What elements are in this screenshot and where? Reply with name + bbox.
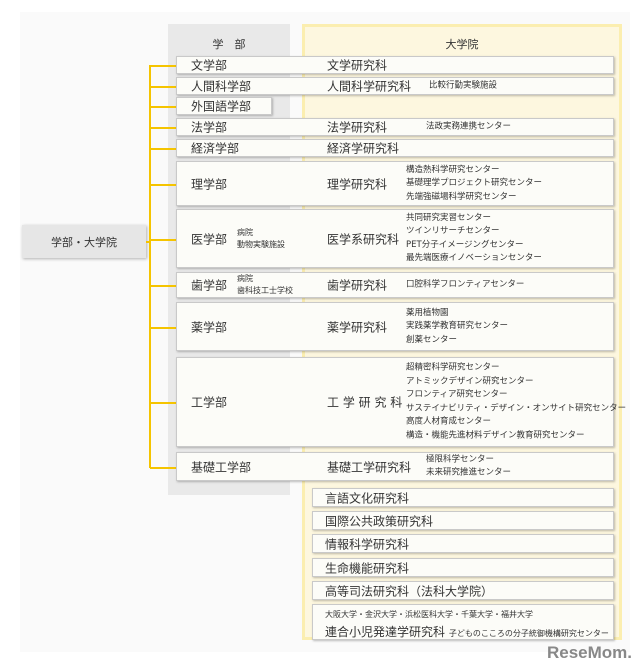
faculty-name: 基礎工学部	[191, 460, 252, 474]
center-item: 薬用植物園	[406, 307, 449, 318]
graduate-school-name: 生命機能研究科	[325, 561, 410, 575]
joint-universities: 大阪大学・金沢大学・浜松医科大学・千葉大学・福井大学	[325, 610, 533, 619]
faculty-name: 文学部	[191, 58, 228, 73]
graduate-only-row: 高等司法研究科（法科大学院）	[312, 581, 614, 600]
graduate-school-name: 情報科学研究科	[325, 537, 410, 551]
connector-branch	[150, 326, 176, 329]
joint-graduate-row: 大阪大学・金沢大学・浜松医科大学・千葉大学・福井大学 連合小児発達学研究科 子ど…	[312, 604, 614, 640]
faculty-row: 基礎工学部基礎工学研究科極限科学センター未来研究推進センター	[176, 452, 614, 481]
graduate-school-name: 国際公共政策研究科	[325, 514, 434, 528]
faculty-row: 人間科学部 人間科学研究科 比較行動実験施設	[176, 77, 614, 95]
facility: 病院	[237, 274, 253, 283]
centers-list: 口腔科学フロンティアセンター	[406, 278, 524, 292]
faculty-row: 理学部 理学研究科 構造熱科学研究センター基礎理学プロジェクト研究センター先端強磁場…	[176, 161, 614, 206]
graduate-school-name: 高等司法研究科（法科大学院）	[325, 584, 494, 598]
centers-list: 法政実務連携センター	[426, 120, 511, 134]
graduate-school-name: 理学研究科	[327, 177, 388, 191]
connector-branch	[150, 402, 176, 404]
resemom-logo: ReseMom.	[546, 643, 632, 662]
center-item: 実践薬学教育研究センター	[406, 320, 509, 331]
graduate-only-row: 生命機能研究科	[312, 558, 614, 577]
connector-branch	[150, 65, 176, 67]
center-item: 口腔科学フロンティアセンター	[406, 279, 525, 290]
connector	[146, 241, 151, 243]
center-item: 基礎理学プロジェクト研究センター	[406, 177, 543, 188]
faculty-row: 文学部 文学研究科	[176, 56, 614, 74]
center-item: サステイナビリティ・デザイン・オンサイト研究センター	[406, 403, 627, 413]
faculty-row: 経済学部 経済学研究科	[176, 139, 614, 157]
graduate-school-name: 文学研究科	[327, 58, 388, 73]
center-item: 高度人材育成センター	[406, 416, 492, 427]
faculty-name: 法学部	[191, 120, 228, 135]
center-item: 極限科学センター	[426, 454, 495, 464]
graduate-school-name: 経済学研究科	[327, 141, 400, 156]
connector-branch	[150, 127, 176, 129]
joint-center: 子どものこころの分子統御機構研究センター	[448, 629, 609, 638]
graduate-school-name: 工 学 研 究 科	[327, 395, 403, 410]
graduate-only-row: 情報科学研究科	[312, 534, 614, 553]
connector-branch	[150, 285, 176, 287]
graduate-only-row: 国際公共政策研究科	[312, 511, 614, 530]
joint-school-name: 連合小児発達学研究科	[325, 625, 446, 639]
faculty-row: 工学部工 学 研 究 科超精密科学研究センターアトミックデザイン研究センターフロ…	[176, 357, 626, 447]
centers-list: 極限科学センター未来研究推進センター	[426, 453, 511, 480]
connector-branch	[150, 86, 176, 88]
faculty-facilities: 病院歯科技工士学校	[237, 273, 293, 297]
undergrad-header: 学 部	[212, 38, 246, 51]
center-item: 構造熱科学研究センター	[406, 164, 500, 175]
centers-list: 構造熱科学研究センター基礎理学プロジェクト研究センター先端強磁場科学研究センター	[406, 163, 542, 204]
faculty-name: 薬学部	[191, 320, 228, 334]
connector-branch	[150, 466, 176, 469]
centers-list: 比較行動実験施設	[429, 79, 497, 93]
graduate-school-name: 人間科学研究科	[327, 79, 412, 94]
center-item: フロンティア研究センター	[406, 389, 508, 400]
center-item: 構造・機能先進材料デザイン教育研究センター	[406, 430, 585, 440]
center-item: ツインリサーチセンター	[406, 226, 500, 236]
graduate-school-name: 歯学研究科	[327, 278, 388, 293]
faculty-name: 医学部	[191, 232, 228, 246]
faculty-row: 法学部 法学研究科 法政実務連携センター	[176, 118, 614, 136]
connector-branch	[150, 238, 176, 241]
facility: 歯科技工士学校	[237, 286, 293, 295]
faculty-name: 理学部	[191, 177, 228, 191]
center-item: 共同研究実習センター	[406, 212, 492, 223]
centers-list: 薬用植物園実践薬学教育研究センター創薬センター	[406, 306, 508, 347]
faculty-row: 歯学部病院歯科技工士学校 歯学研究科 口腔科学フロンティアセンター	[176, 272, 614, 298]
faculty-row: 薬学部 薬学研究科 薬用植物園実践薬学教育研究センター創薬センター	[176, 302, 614, 351]
faculty-name: 人間科学部	[191, 79, 252, 94]
center-item: 未来研究推進センター	[426, 467, 512, 478]
connector-branch	[150, 183, 176, 186]
graduate-school-name: 言語文化研究科	[325, 491, 410, 505]
center-item: PET分子イメージングセンター	[406, 239, 524, 250]
faculty-name: 工学部	[191, 395, 228, 410]
center-item: 比較行動実験施設	[429, 80, 498, 91]
graduate-only-row: 言語文化研究科	[312, 488, 614, 507]
facility: 病院	[237, 227, 253, 237]
center-item: アトミックデザイン研究センター	[406, 376, 534, 386]
center-item: 先端強磁場科学研究センター	[406, 191, 517, 202]
faculty-row: 医学部病院動物実験施設 医学系研究科共同研究実習センターツインリサーチセンター PE…	[176, 209, 614, 268]
center-item: 法政実務連携センター	[426, 121, 512, 132]
center-item: 最先端医療イノベーションセンター	[406, 253, 542, 263]
faculty-row: 外国語学部	[176, 97, 272, 115]
centers-list: 超精密科学研究センターアトミックデザイン研究センターフロンティア研究センターサス…	[406, 362, 626, 443]
graduate-header: 大学院	[445, 38, 479, 51]
connector-branch	[150, 148, 176, 150]
faculty-name: 外国語学部	[191, 99, 252, 114]
faculty-name: 経済学部	[191, 141, 240, 156]
faculty-facilities: 病院動物実験施設	[237, 227, 285, 251]
connector-trunk	[149, 65, 151, 468]
graduate-school-name: 法学研究科	[327, 120, 388, 135]
graduate-school-name: 薬学研究科	[327, 320, 388, 334]
facility: 動物実験施設	[237, 239, 285, 249]
center-item: 創薬センター	[406, 334, 458, 345]
root-node: 学部・大学院	[22, 225, 146, 258]
graduate-school-name: 基礎工学研究科	[327, 460, 412, 474]
graduate-school-name: 医学系研究科	[327, 232, 400, 246]
faculty-name: 歯学部	[191, 278, 228, 293]
connector-branch	[150, 106, 176, 108]
center-item: 超精密科学研究センター	[406, 362, 500, 373]
centers-list: 共同研究実習センターツインリサーチセンター PET分子イメージングセンター最先端医…	[406, 212, 542, 266]
